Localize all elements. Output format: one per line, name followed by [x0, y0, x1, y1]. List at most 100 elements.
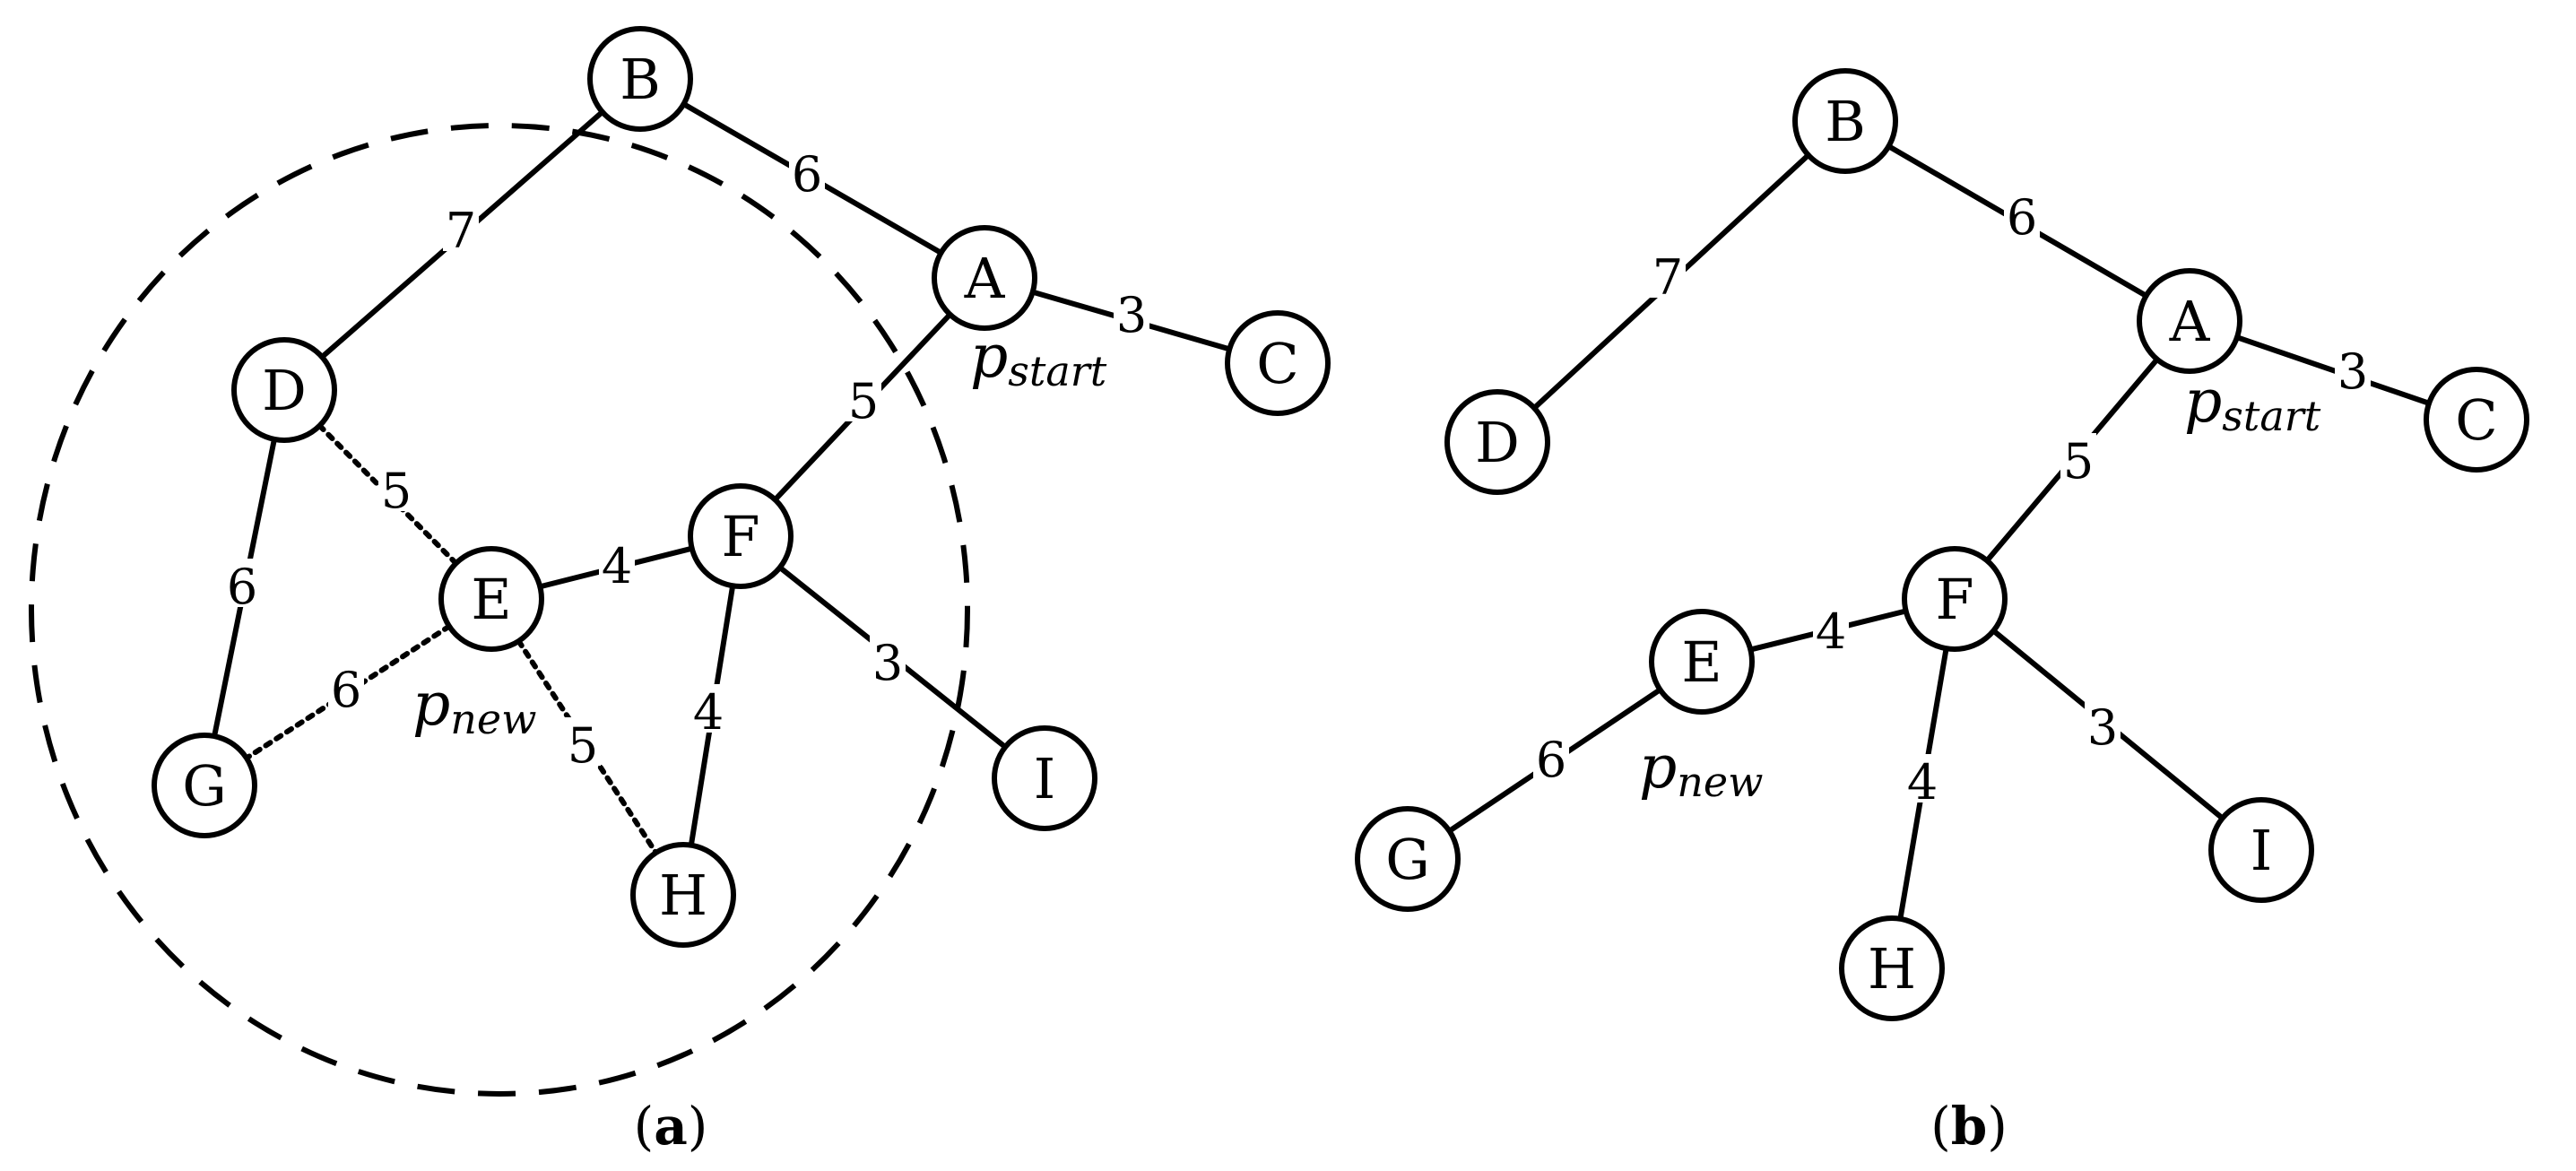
node-circle [992, 725, 1097, 831]
edge-weight-background [1904, 754, 1940, 802]
node-b: B [1792, 68, 1898, 174]
edge-weight-label: 5 [381, 463, 412, 519]
node-d: D [1444, 389, 1550, 495]
node-a: A [2137, 268, 2242, 374]
node-a: A [932, 225, 1037, 331]
node-circle [587, 26, 693, 132]
edge-weight-label: 5 [568, 717, 598, 774]
edge-weight-label: 3 [2337, 343, 2368, 400]
edge-weight-label: 3 [872, 635, 903, 691]
panel-b-caption: (b) [1930, 1096, 2008, 1157]
edge-weight-label: 5 [2063, 433, 2094, 490]
node-label: E [1681, 629, 1722, 695]
node-c: C [2424, 367, 2529, 473]
edge-weight-label: 7 [446, 203, 476, 259]
node-circle [1444, 389, 1550, 495]
node-circle [1649, 609, 1755, 715]
node-label: F [1935, 567, 1973, 632]
edge-weight-background [2335, 343, 2371, 392]
edge-weight-background [565, 717, 601, 766]
node-circle [1225, 310, 1331, 416]
edge-weight-label: 3 [2087, 699, 2118, 756]
node-label: F [721, 504, 759, 569]
edge-weight-background [846, 373, 881, 421]
edge-weight-label: 7 [1652, 249, 1683, 306]
node-e: E [438, 546, 544, 652]
panel-a-nodes: B A C D E F G H I [152, 26, 1331, 948]
node-circle [438, 546, 544, 652]
node-label: H [1868, 936, 1916, 1002]
edge-weight-background [2085, 699, 2121, 748]
edge-weight-background [789, 146, 825, 195]
node-label: C [2455, 387, 2497, 453]
edge-weight-background [870, 635, 906, 683]
edge-weight-label: 6 [792, 146, 822, 203]
node-label: C [1256, 331, 1298, 396]
node-e: E [1649, 609, 1755, 715]
node-g: G [152, 733, 257, 838]
node-label: I [1034, 746, 1056, 811]
edge-weight-label: 6 [1536, 732, 1566, 788]
node-label: I [2251, 818, 2273, 883]
edge-weight-label: 4 [1816, 603, 1846, 660]
edge-weight-background [1813, 603, 1849, 652]
node-label: A [2169, 289, 2211, 354]
edge-weight-background [1114, 287, 1149, 335]
node-h: H [1839, 915, 1945, 1021]
node-circle [630, 842, 736, 948]
node-circle [2424, 367, 2529, 473]
edge-weight-label: 6 [227, 559, 257, 615]
node-circle [932, 225, 1037, 331]
node-circle [2137, 268, 2242, 374]
node-circle [1839, 915, 1945, 1021]
annotation-p-start: pstart [970, 322, 1107, 395]
annotation-p-new: pnew [1639, 733, 1763, 806]
edge-weight-background [690, 684, 726, 733]
panel-a-annotations: pstart pnew [412, 322, 1107, 743]
node-circle [1355, 806, 1461, 912]
node-g: G [1355, 806, 1461, 912]
node-label: E [471, 567, 511, 632]
edge-weight-background [2004, 189, 2040, 238]
annotation-p-start: pstart [2184, 367, 2321, 440]
node-circle [688, 483, 794, 589]
edge-weight-label: 6 [331, 662, 361, 718]
node-i: I [992, 725, 1097, 831]
panel-a-caption: (a) [634, 1096, 708, 1157]
node-circle [1902, 546, 2008, 652]
annotation-p-new: pnew [412, 670, 536, 743]
edge-weight-label: 4 [602, 538, 632, 594]
node-circle [152, 733, 257, 838]
node-circle [231, 337, 337, 443]
node-b: B [587, 26, 693, 132]
edge-weight-background [599, 538, 635, 586]
node-f: F [1902, 546, 2008, 652]
node-f: F [688, 483, 794, 589]
node-label: G [1385, 827, 1430, 892]
edge-weight-background [1650, 249, 1686, 298]
panel-b-edges: 6 7 3 5 4 6 4 3 [1405, 118, 2479, 971]
edge-weight-background [378, 463, 414, 511]
node-label: B [1825, 89, 1866, 154]
neighborhood-radius-circle [29, 123, 970, 1097]
panel-b-nodes: B A C D E F G H I [1355, 68, 2529, 1021]
node-label: D [262, 358, 307, 423]
edge-weight-label: 4 [693, 684, 724, 741]
node-label: B [620, 47, 661, 112]
node-circle [2208, 797, 2314, 903]
node-label: H [659, 863, 707, 928]
node-c: C [1225, 310, 1331, 416]
edge-weight-label: 5 [848, 373, 879, 429]
edge-weight-label: 6 [2007, 189, 2037, 246]
edge-weight-background [224, 559, 260, 607]
node-h: H [630, 842, 736, 948]
node-i: I [2208, 797, 2314, 903]
node-label: G [182, 753, 227, 819]
edge-weight-label: 4 [1907, 754, 1938, 811]
node-label: D [1475, 410, 1520, 475]
edge-weight-background [1533, 732, 1569, 780]
panel-b-annotations: pstart pnew [1639, 367, 2321, 806]
node-label: A [964, 246, 1006, 311]
